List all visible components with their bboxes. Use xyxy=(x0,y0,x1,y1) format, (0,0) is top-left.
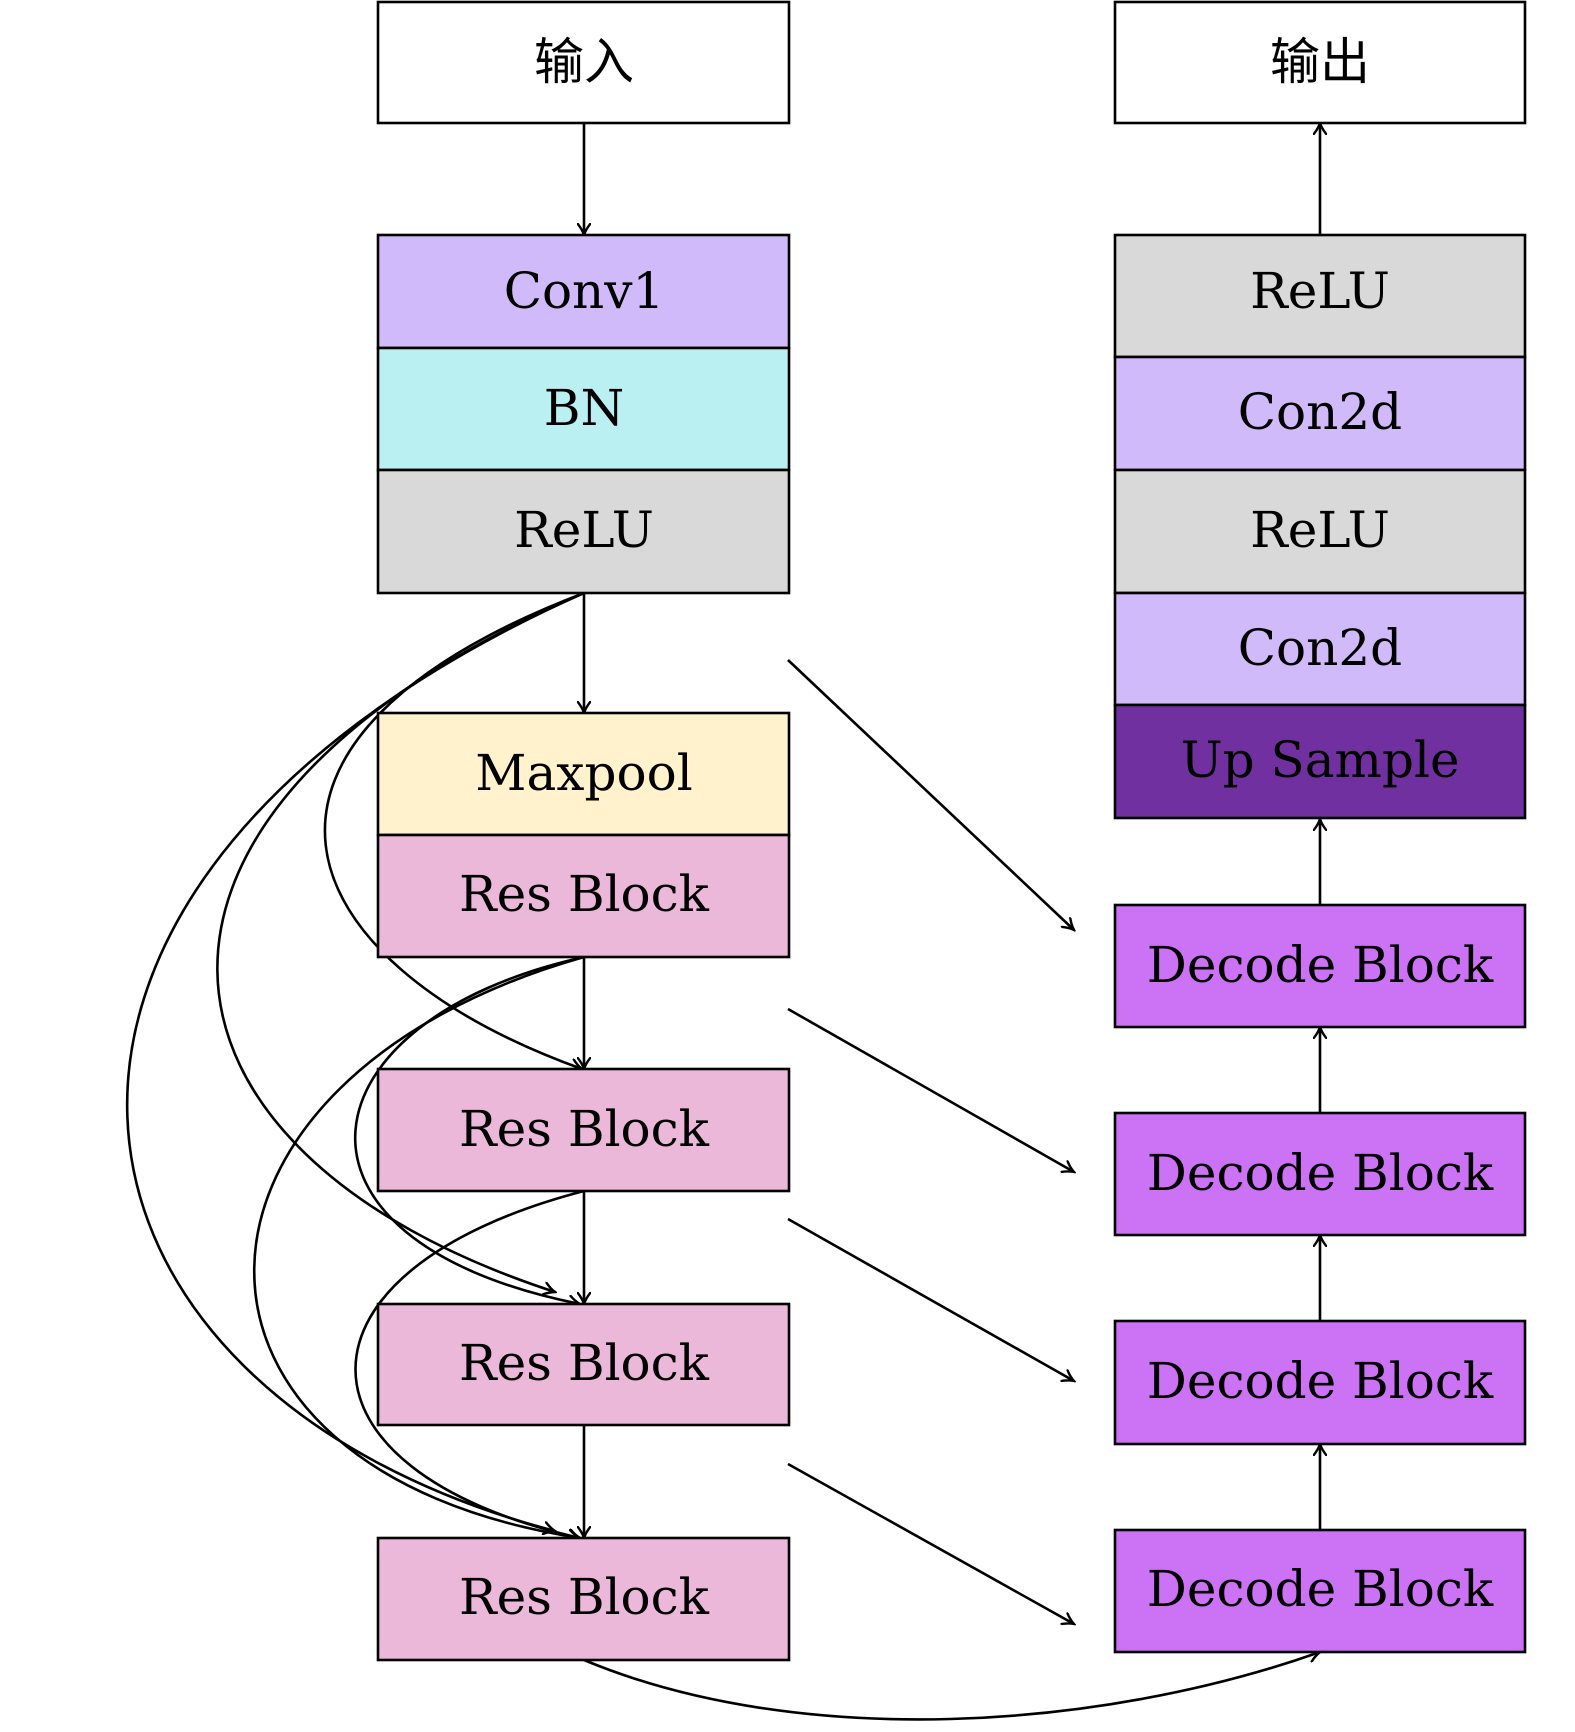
con2d-bottom-box xyxy=(1113,591,1527,707)
link-resblock4-to-decode4 xyxy=(583,1652,1320,1721)
res-block-1-box xyxy=(376,833,791,959)
bn-label: BN xyxy=(544,379,625,437)
upsample-box xyxy=(1113,703,1527,820)
decode-block-2-box xyxy=(1113,1111,1527,1237)
relu-node: ReLU xyxy=(376,468,791,595)
maxpool-label: Maxpool xyxy=(475,744,692,802)
conv1-box xyxy=(376,233,791,350)
encoder-column: 输入 Conv1 BN ReLU Maxpool Res Block Res B… xyxy=(376,0,791,1662)
res-block-4-box xyxy=(376,1536,791,1662)
output-label: 输出 xyxy=(1270,33,1370,91)
con2d-top-node: Con2d xyxy=(1113,355,1527,472)
conv1-label: Conv1 xyxy=(504,262,665,320)
link-resblock3-to-decode4 xyxy=(787,1462,1074,1624)
res-block-3-node: Res Block xyxy=(376,1302,791,1427)
relu-top-node: ReLU xyxy=(1113,233,1527,359)
decode-block-4-node: Decode Block xyxy=(1113,1528,1527,1654)
decode-block-4-label: Decode Block xyxy=(1147,1560,1494,1618)
skip-resblock2-to-resblock4 xyxy=(354,1189,585,1538)
res-block-1-label: Res Block xyxy=(459,865,710,923)
con2d-bottom-node: Con2d xyxy=(1113,591,1527,707)
decode-block-3-node: Decode Block xyxy=(1113,1319,1527,1446)
conv1-node: Conv1 xyxy=(376,233,791,350)
con2d-bottom-label: Con2d xyxy=(1238,619,1402,677)
edges xyxy=(125,123,1320,1721)
output-node: 输出 xyxy=(1113,0,1527,125)
relu-box xyxy=(376,468,791,595)
res-block-3-box xyxy=(376,1302,791,1427)
relu-mid-node: ReLU xyxy=(1113,468,1527,595)
decode-block-1-box xyxy=(1113,903,1527,1029)
relu-top-label: ReLU xyxy=(1250,262,1390,320)
res-block-2-label: Res Block xyxy=(459,1100,710,1158)
decode-block-1-node: Decode Block xyxy=(1113,903,1527,1029)
res-block-4-node: Res Block xyxy=(376,1536,791,1662)
decode-block-4-box xyxy=(1113,1528,1527,1654)
upsample-node: Up Sample xyxy=(1113,703,1527,820)
decode-block-2-node: Decode Block xyxy=(1113,1111,1527,1237)
relu-mid-label: ReLU xyxy=(1250,501,1390,559)
decoder-column: 输出 ReLU Con2d ReLU Con2d Up Sample Decod… xyxy=(1113,0,1527,1654)
con2d-top-box xyxy=(1113,355,1527,472)
res-block-2-box xyxy=(376,1067,791,1193)
maxpool-node: Maxpool xyxy=(376,711,791,837)
bn-node: BN xyxy=(376,346,791,472)
decode-block-2-label: Decode Block xyxy=(1147,1144,1494,1202)
maxpool-box xyxy=(376,711,791,837)
con2d-top-label: Con2d xyxy=(1238,383,1402,441)
res-block-1-node: Res Block xyxy=(376,833,791,959)
input-label: 输入 xyxy=(534,33,634,91)
decode-block-3-label: Decode Block xyxy=(1147,1352,1494,1410)
res-block-4-label: Res Block xyxy=(459,1568,710,1626)
output-box xyxy=(1113,0,1527,125)
bn-box xyxy=(376,346,791,472)
res-block-2-node: Res Block xyxy=(376,1067,791,1193)
relu-label: ReLU xyxy=(514,501,654,559)
skip-relu-to-resblock2 xyxy=(323,591,584,1069)
link-relu-to-decode1 xyxy=(787,659,1074,930)
relu-top-box xyxy=(1113,233,1527,359)
relu-mid-box xyxy=(1113,468,1527,595)
link-resblock1-to-decode2 xyxy=(787,1007,1074,1172)
link-resblock2-to-decode3 xyxy=(787,1217,1074,1381)
res-block-3-label: Res Block xyxy=(459,1334,710,1392)
skip-resblock1-to-resblock3 xyxy=(353,955,585,1304)
input-box xyxy=(376,0,791,125)
decode-block-3-box xyxy=(1113,1319,1527,1446)
upsample-label: Up Sample xyxy=(1180,731,1459,789)
skip-resblock1-to-resblock4 xyxy=(252,955,585,1538)
input-node: 输入 xyxy=(376,0,791,125)
decode-block-1-label: Decode Block xyxy=(1147,936,1494,994)
